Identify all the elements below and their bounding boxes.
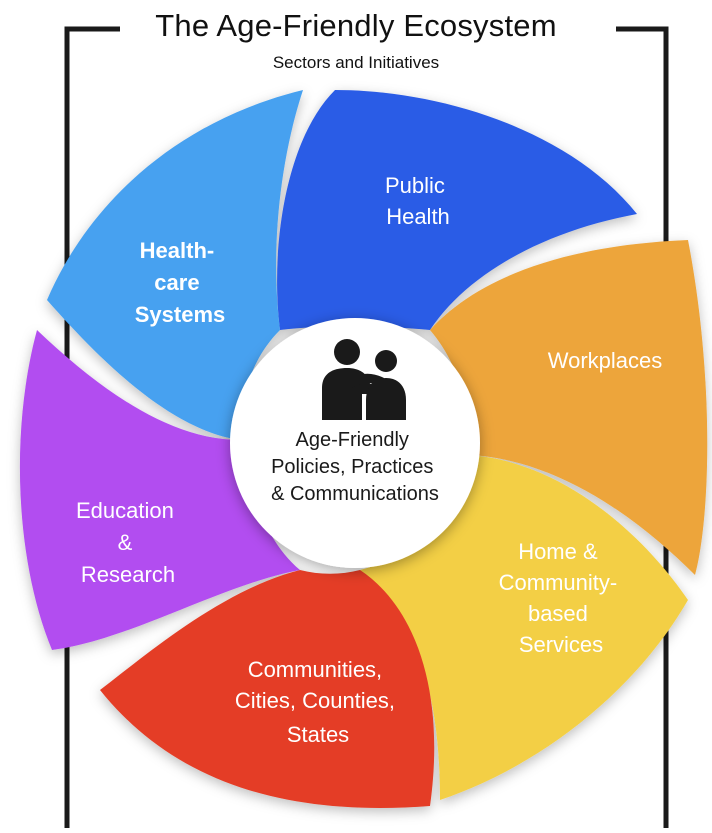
page-title: The Age-Friendly Ecosystem	[0, 8, 712, 44]
segment-public-health	[277, 90, 637, 330]
segment-education	[19, 330, 300, 650]
segment-communities	[100, 570, 435, 808]
segment-healthcare	[47, 90, 303, 440]
label-workplaces: Workplaces	[548, 348, 663, 373]
segment-workplaces	[430, 240, 708, 575]
label-healthcare: Health- care Systems	[135, 238, 226, 327]
label-education: Education & Research	[76, 498, 180, 587]
page-subtitle: Sectors and Initiatives	[272, 53, 440, 72]
label-communities: Communities, Cities, Counties, States	[235, 657, 401, 747]
segment-labels: Public Health Workplaces Home & Communit…	[76, 173, 662, 747]
label-home-community: Home & Community- based Services	[499, 539, 624, 657]
two-people-embracing-icon	[322, 339, 406, 420]
center-label: Age-Friendly Policies, Practices & Commu…	[271, 429, 439, 505]
label-public-health: Public Health	[385, 173, 451, 229]
center-circle	[230, 318, 480, 568]
segment-home-community	[360, 455, 688, 800]
